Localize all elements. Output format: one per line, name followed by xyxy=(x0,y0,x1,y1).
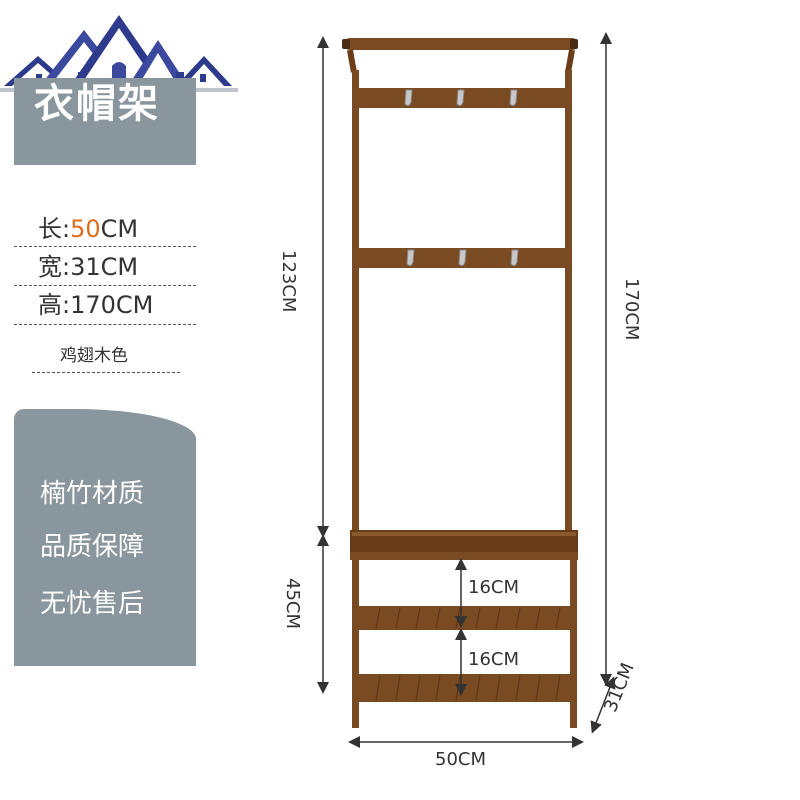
color-name: 鸡翅木色 xyxy=(60,346,128,366)
feature-item: 楠竹材质 xyxy=(40,479,145,509)
dim-lower-height: 45CM xyxy=(282,578,303,630)
dim-shelf-gap-2: 16CM xyxy=(468,649,520,670)
dim-total-height: 170CM xyxy=(621,278,642,341)
divider xyxy=(32,372,180,373)
feature-item: 无忧售后 xyxy=(40,589,145,619)
dim-shelf-gap-1: 16CM xyxy=(468,577,520,598)
divider xyxy=(14,246,196,247)
spec-length: 长:50CM xyxy=(38,217,138,241)
spec-length-prefix: 长: xyxy=(38,215,71,243)
spec-height: 高:170CM xyxy=(38,291,154,319)
dim-width: 50CM xyxy=(435,749,487,770)
title-panel: 衣帽架 xyxy=(14,78,196,165)
spec-length-unit: CM xyxy=(100,215,139,243)
spec-length-value: 50 xyxy=(70,215,101,243)
divider xyxy=(14,285,196,286)
dim-upper-height: 123CM xyxy=(278,250,299,313)
feature-panel xyxy=(14,409,196,666)
dimension-arrow xyxy=(590,676,616,734)
product-title: 衣帽架 xyxy=(34,81,160,127)
divider xyxy=(14,324,196,325)
spec-width: 宽:31CM xyxy=(38,253,139,281)
feature-item: 品质保障 xyxy=(40,532,145,562)
